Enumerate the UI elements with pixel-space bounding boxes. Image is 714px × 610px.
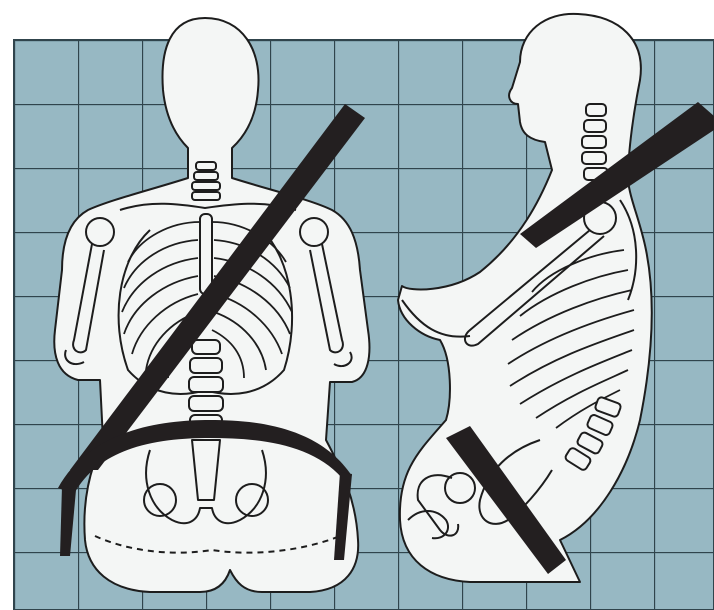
- front-sternum: [200, 214, 212, 294]
- front-lumbar-spine: [189, 340, 223, 430]
